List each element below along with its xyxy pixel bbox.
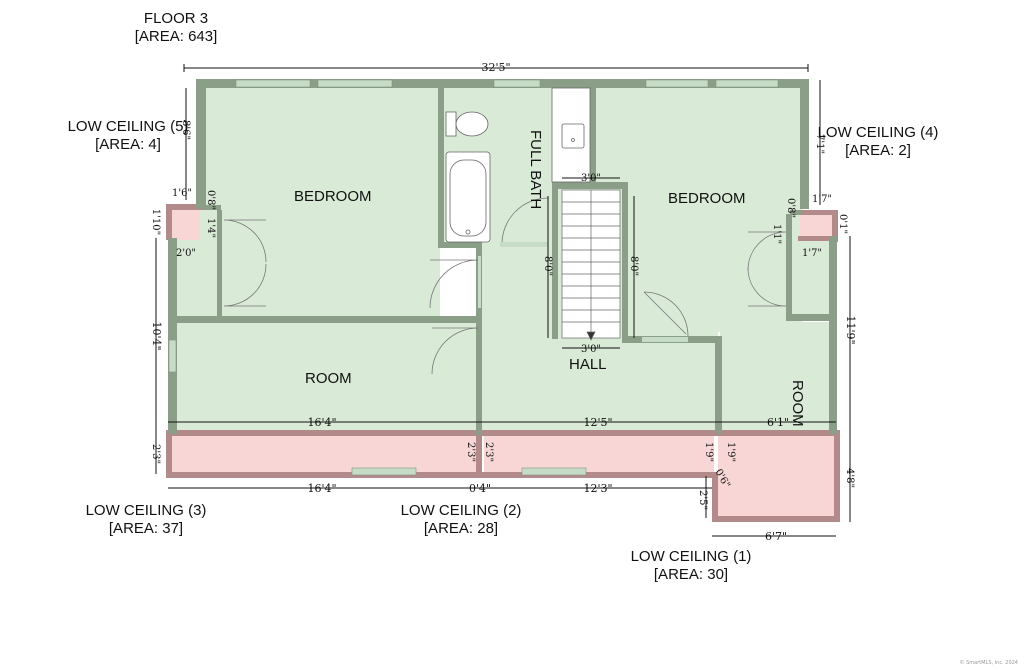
low-ceiling-1-title: LOW CEILING (1) xyxy=(630,548,752,565)
low-ceiling-3-area: [AREA: 37] xyxy=(108,520,184,537)
low-ceiling-regions xyxy=(170,208,834,518)
low-ceiling-5-label: LOW CEILING (5) [AREA: 4] xyxy=(60,118,196,154)
dim-stair-right-h: 8'0" xyxy=(628,256,639,276)
dim-lc1-h2: 1'9" xyxy=(725,442,736,462)
bath-fixtures xyxy=(445,87,591,243)
low-ceiling-3-title: LOW CEILING (3) xyxy=(85,502,207,519)
doors xyxy=(223,197,787,375)
dim-closet-left-2: 2'0" xyxy=(176,248,196,259)
low-ceiling-4 xyxy=(800,214,834,240)
room-label-bedroom-left: BEDROOM xyxy=(294,188,372,205)
dim-closet-right-small2: 0'1" xyxy=(837,214,848,234)
low-ceiling-5-area: [AREA: 4] xyxy=(95,136,161,153)
dim-room-left-width: 16'4" xyxy=(307,416,336,429)
room-left-floor xyxy=(176,322,478,432)
floor-fills xyxy=(176,87,835,432)
dim-room-right-width: 6'1" xyxy=(767,416,789,429)
dim-lc-left-h: 2'3" xyxy=(150,444,161,464)
bedroom-left-floor xyxy=(206,87,440,318)
dim-closet-left-width: 1'6" xyxy=(172,188,192,199)
floor-title: FLOOR 3 [AREA: 643] xyxy=(128,10,224,46)
low-ceiling-1-area: [AREA: 30] xyxy=(653,566,729,583)
dim-stair-top: 3'0" xyxy=(581,173,601,184)
dimension-lines xyxy=(155,64,851,537)
low-ceiling-2 xyxy=(484,434,714,474)
dim-lc1-h3: 2'5" xyxy=(697,490,708,510)
dim-right-height: 11'9" xyxy=(844,315,857,344)
low-ceiling-4-area: [AREA: 2] xyxy=(845,142,911,159)
dim-lc1-right-h: 4'8" xyxy=(844,468,855,488)
low-ceiling-4-title: LOW CEILING (4) xyxy=(817,124,939,141)
windows xyxy=(168,79,779,476)
dim-lc-mid-h1: 2'3" xyxy=(465,442,476,462)
room-label-room-right: ROOM xyxy=(789,380,806,427)
dim-stair-bottom: 3'0" xyxy=(581,344,601,355)
dim-hall-width: 12'5" xyxy=(583,416,612,429)
room-label-bedroom-right: BEDROOM xyxy=(668,190,746,207)
dim-room-left-height: 10'4" xyxy=(150,321,163,350)
dim-lc1-width: 6'7" xyxy=(765,530,787,543)
dim-bed-left-height: 8'6" xyxy=(180,120,191,140)
dim-closet-left-h: 1'10" xyxy=(150,209,161,235)
sink xyxy=(561,123,585,149)
dim-closet-left-small: 0'8" xyxy=(205,190,216,210)
room-label-hall: HALL xyxy=(569,356,607,373)
low-ceiling-4-label: LOW CEILING (4) [AREA: 2] xyxy=(810,124,946,160)
low-ceiling-2-area: [AREA: 28] xyxy=(423,520,499,537)
room-label-full-bath: FULL BATH xyxy=(527,130,544,210)
dim-overall-width: 32'5" xyxy=(481,61,510,74)
room-right-floor xyxy=(720,322,835,432)
dimension-labels: 32'5" 16'4" 12'5" 6'1" 16'4" 0'4" 12'3" … xyxy=(150,61,857,543)
low-ceiling-walls xyxy=(166,204,840,522)
floor-title-text: FLOOR 3 xyxy=(143,10,209,27)
low-ceiling-1-label: LOW CEILING (1) [AREA: 30] xyxy=(622,548,760,584)
low-ceiling-5-title: LOW CEILING (5) xyxy=(67,118,189,135)
low-ceiling-2-label: LOW CEILING (2) [AREA: 28] xyxy=(392,502,530,538)
toilet-bowl xyxy=(455,111,489,137)
dim-lc3-width: 16'4" xyxy=(307,482,336,495)
dim-bed-right-top: 7'1" xyxy=(814,134,825,154)
low-ceiling-1 xyxy=(718,434,834,518)
dim-closet-right-small1: 0'8" xyxy=(785,198,796,218)
low-ceiling-2-title: LOW CEILING (2) xyxy=(400,502,522,519)
dim-lc2-width: 12'3" xyxy=(583,482,612,495)
dim-closet-right-h: 1'1" xyxy=(771,224,782,244)
toilet-tank xyxy=(445,111,457,137)
dim-lc-mid-h2: 2'3" xyxy=(483,442,494,462)
dim-lc-div: 0'4" xyxy=(469,482,491,495)
dim-closet-right-w: 1'7" xyxy=(812,194,832,205)
dim-lc1-h1: 1'9" xyxy=(703,442,714,462)
dim-closet-left-4: 1'4" xyxy=(205,218,216,238)
copyright-text: © SmartMLS, Inc. 2024 xyxy=(959,660,1018,666)
low-ceiling-5 xyxy=(170,208,200,240)
stairs xyxy=(561,189,621,341)
dim-stair-left-h: 8'0" xyxy=(542,256,553,276)
room-label-room-left: ROOM xyxy=(305,370,352,387)
low-ceiling-3 xyxy=(170,434,476,474)
low-ceiling-3-label: LOW CEILING (3) [AREA: 37] xyxy=(78,502,214,538)
dim-closet-right-bottom: 1'7" xyxy=(802,248,822,259)
floor-area-text: [AREA: 643] xyxy=(134,28,218,45)
